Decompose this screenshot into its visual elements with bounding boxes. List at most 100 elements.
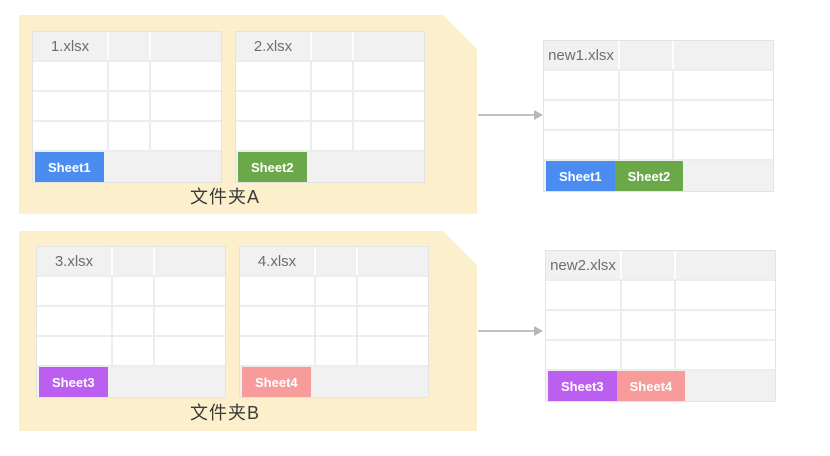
- table-cell: [546, 311, 622, 339]
- table-cell: [240, 307, 316, 335]
- table-cell: [622, 251, 676, 279]
- table-cell: [33, 92, 109, 120]
- table-cell: [236, 92, 312, 120]
- sheet-tab-bar: Sheet3 Sheet4: [546, 369, 775, 401]
- table-cell: [622, 281, 676, 309]
- table-cell: [620, 131, 674, 159]
- table-cell: [544, 101, 620, 129]
- table-cell: [155, 247, 225, 275]
- table-cell: [354, 122, 424, 150]
- table-cell: [312, 122, 354, 150]
- table-cell: [151, 92, 221, 120]
- filename-text: 1.xlsx: [50, 37, 90, 55]
- table-cell: [358, 247, 428, 275]
- table-cell: [109, 32, 151, 60]
- table-cell: [676, 281, 775, 309]
- table-row: [37, 305, 225, 335]
- table-cell: [37, 337, 113, 365]
- filename-text: 3.xlsx: [54, 252, 94, 270]
- filename-cell: 1.xlsx: [33, 32, 109, 60]
- table-cell: [155, 307, 225, 335]
- table-cell: [676, 341, 775, 369]
- sheet-tab-sheet4: Sheet4: [616, 371, 686, 401]
- table-cell: [113, 307, 155, 335]
- output-table-new1xlsx: new1.xlsx Sheet1 Sheet2: [543, 40, 774, 192]
- table-cell: [354, 62, 424, 90]
- table-cell: [354, 92, 424, 120]
- table-cell: [155, 337, 225, 365]
- sheet-tab-bar: Sheet3: [37, 365, 225, 397]
- table-row: [236, 90, 424, 120]
- table-header-row: new1.xlsx: [544, 41, 773, 69]
- table-cell: [312, 92, 354, 120]
- table-row: [546, 309, 775, 339]
- table-cell: [240, 337, 316, 365]
- merge-arrow-b: [478, 330, 535, 332]
- table-cell: [620, 41, 674, 69]
- sheet-tab-sheet1: Sheet1: [35, 152, 104, 182]
- table-cell: [620, 71, 674, 99]
- table-cell: [316, 247, 358, 275]
- sheet-tab-sheet1: Sheet1: [546, 161, 615, 191]
- table-row: [240, 275, 428, 305]
- table-header-row: 3.xlsx: [37, 247, 225, 275]
- table-cell: [622, 341, 676, 369]
- table-cell: [316, 277, 358, 305]
- table-cell: [113, 277, 155, 305]
- sheet-tab-sheet2: Sheet2: [614, 161, 684, 191]
- table-cell: [236, 122, 312, 150]
- table-cell: [674, 101, 773, 129]
- filename-cell: 4.xlsx: [240, 247, 316, 275]
- table-cell: [151, 32, 221, 60]
- table-cell: [312, 62, 354, 90]
- table-cell: [546, 281, 622, 309]
- table-row: [546, 279, 775, 309]
- table-cell: [240, 277, 316, 305]
- table-row: [33, 60, 221, 90]
- sheet-tab-sheet3: Sheet3: [548, 371, 617, 401]
- filename-cell: new2.xlsx: [546, 251, 622, 279]
- table-row: [236, 60, 424, 90]
- table-row: [236, 120, 424, 150]
- table-cell: [674, 131, 773, 159]
- table-header-row: 4.xlsx: [240, 247, 428, 275]
- merge-arrow-a-head: [534, 110, 543, 120]
- table-cell: [358, 277, 428, 305]
- table-row: [544, 69, 773, 99]
- merge-arrow-b-head: [534, 326, 543, 336]
- table-cell: [544, 71, 620, 99]
- table-cell: [151, 122, 221, 150]
- table-cell: [37, 277, 113, 305]
- file-table-3xlsx: 3.xlsx Sheet3: [36, 246, 226, 398]
- table-cell: [674, 71, 773, 99]
- table-header-row: new2.xlsx: [546, 251, 775, 279]
- table-cell: [620, 101, 674, 129]
- table-row: [33, 120, 221, 150]
- table-cell: [236, 62, 312, 90]
- folder-a-label: 文件夹A: [189, 187, 260, 207]
- table-row: [546, 339, 775, 369]
- table-cell: [33, 62, 109, 90]
- table-cell: [354, 32, 424, 60]
- filename-text: new2.xlsx: [550, 256, 616, 274]
- table-row: [240, 305, 428, 335]
- sheet-tab-bar: Sheet1 Sheet2: [544, 159, 773, 191]
- table-cell: [37, 307, 113, 335]
- filename-cell: new1.xlsx: [544, 41, 620, 69]
- filename-cell: 3.xlsx: [37, 247, 113, 275]
- filename-cell: 2.xlsx: [236, 32, 312, 60]
- table-cell: [358, 337, 428, 365]
- filename-text: 4.xlsx: [257, 252, 297, 270]
- table-cell: [544, 131, 620, 159]
- table-cell: [113, 337, 155, 365]
- table-row: [37, 335, 225, 365]
- file-table-4xlsx: 4.xlsx Sheet4: [239, 246, 429, 398]
- table-cell: [546, 341, 622, 369]
- sheet-tab-bar: Sheet4: [240, 365, 428, 397]
- table-row: [240, 335, 428, 365]
- merge-arrow-a: [478, 114, 535, 116]
- table-cell: [676, 311, 775, 339]
- table-cell: [113, 247, 155, 275]
- table-header-row: 1.xlsx: [33, 32, 221, 60]
- sheet-tab-bar: Sheet2: [236, 150, 424, 182]
